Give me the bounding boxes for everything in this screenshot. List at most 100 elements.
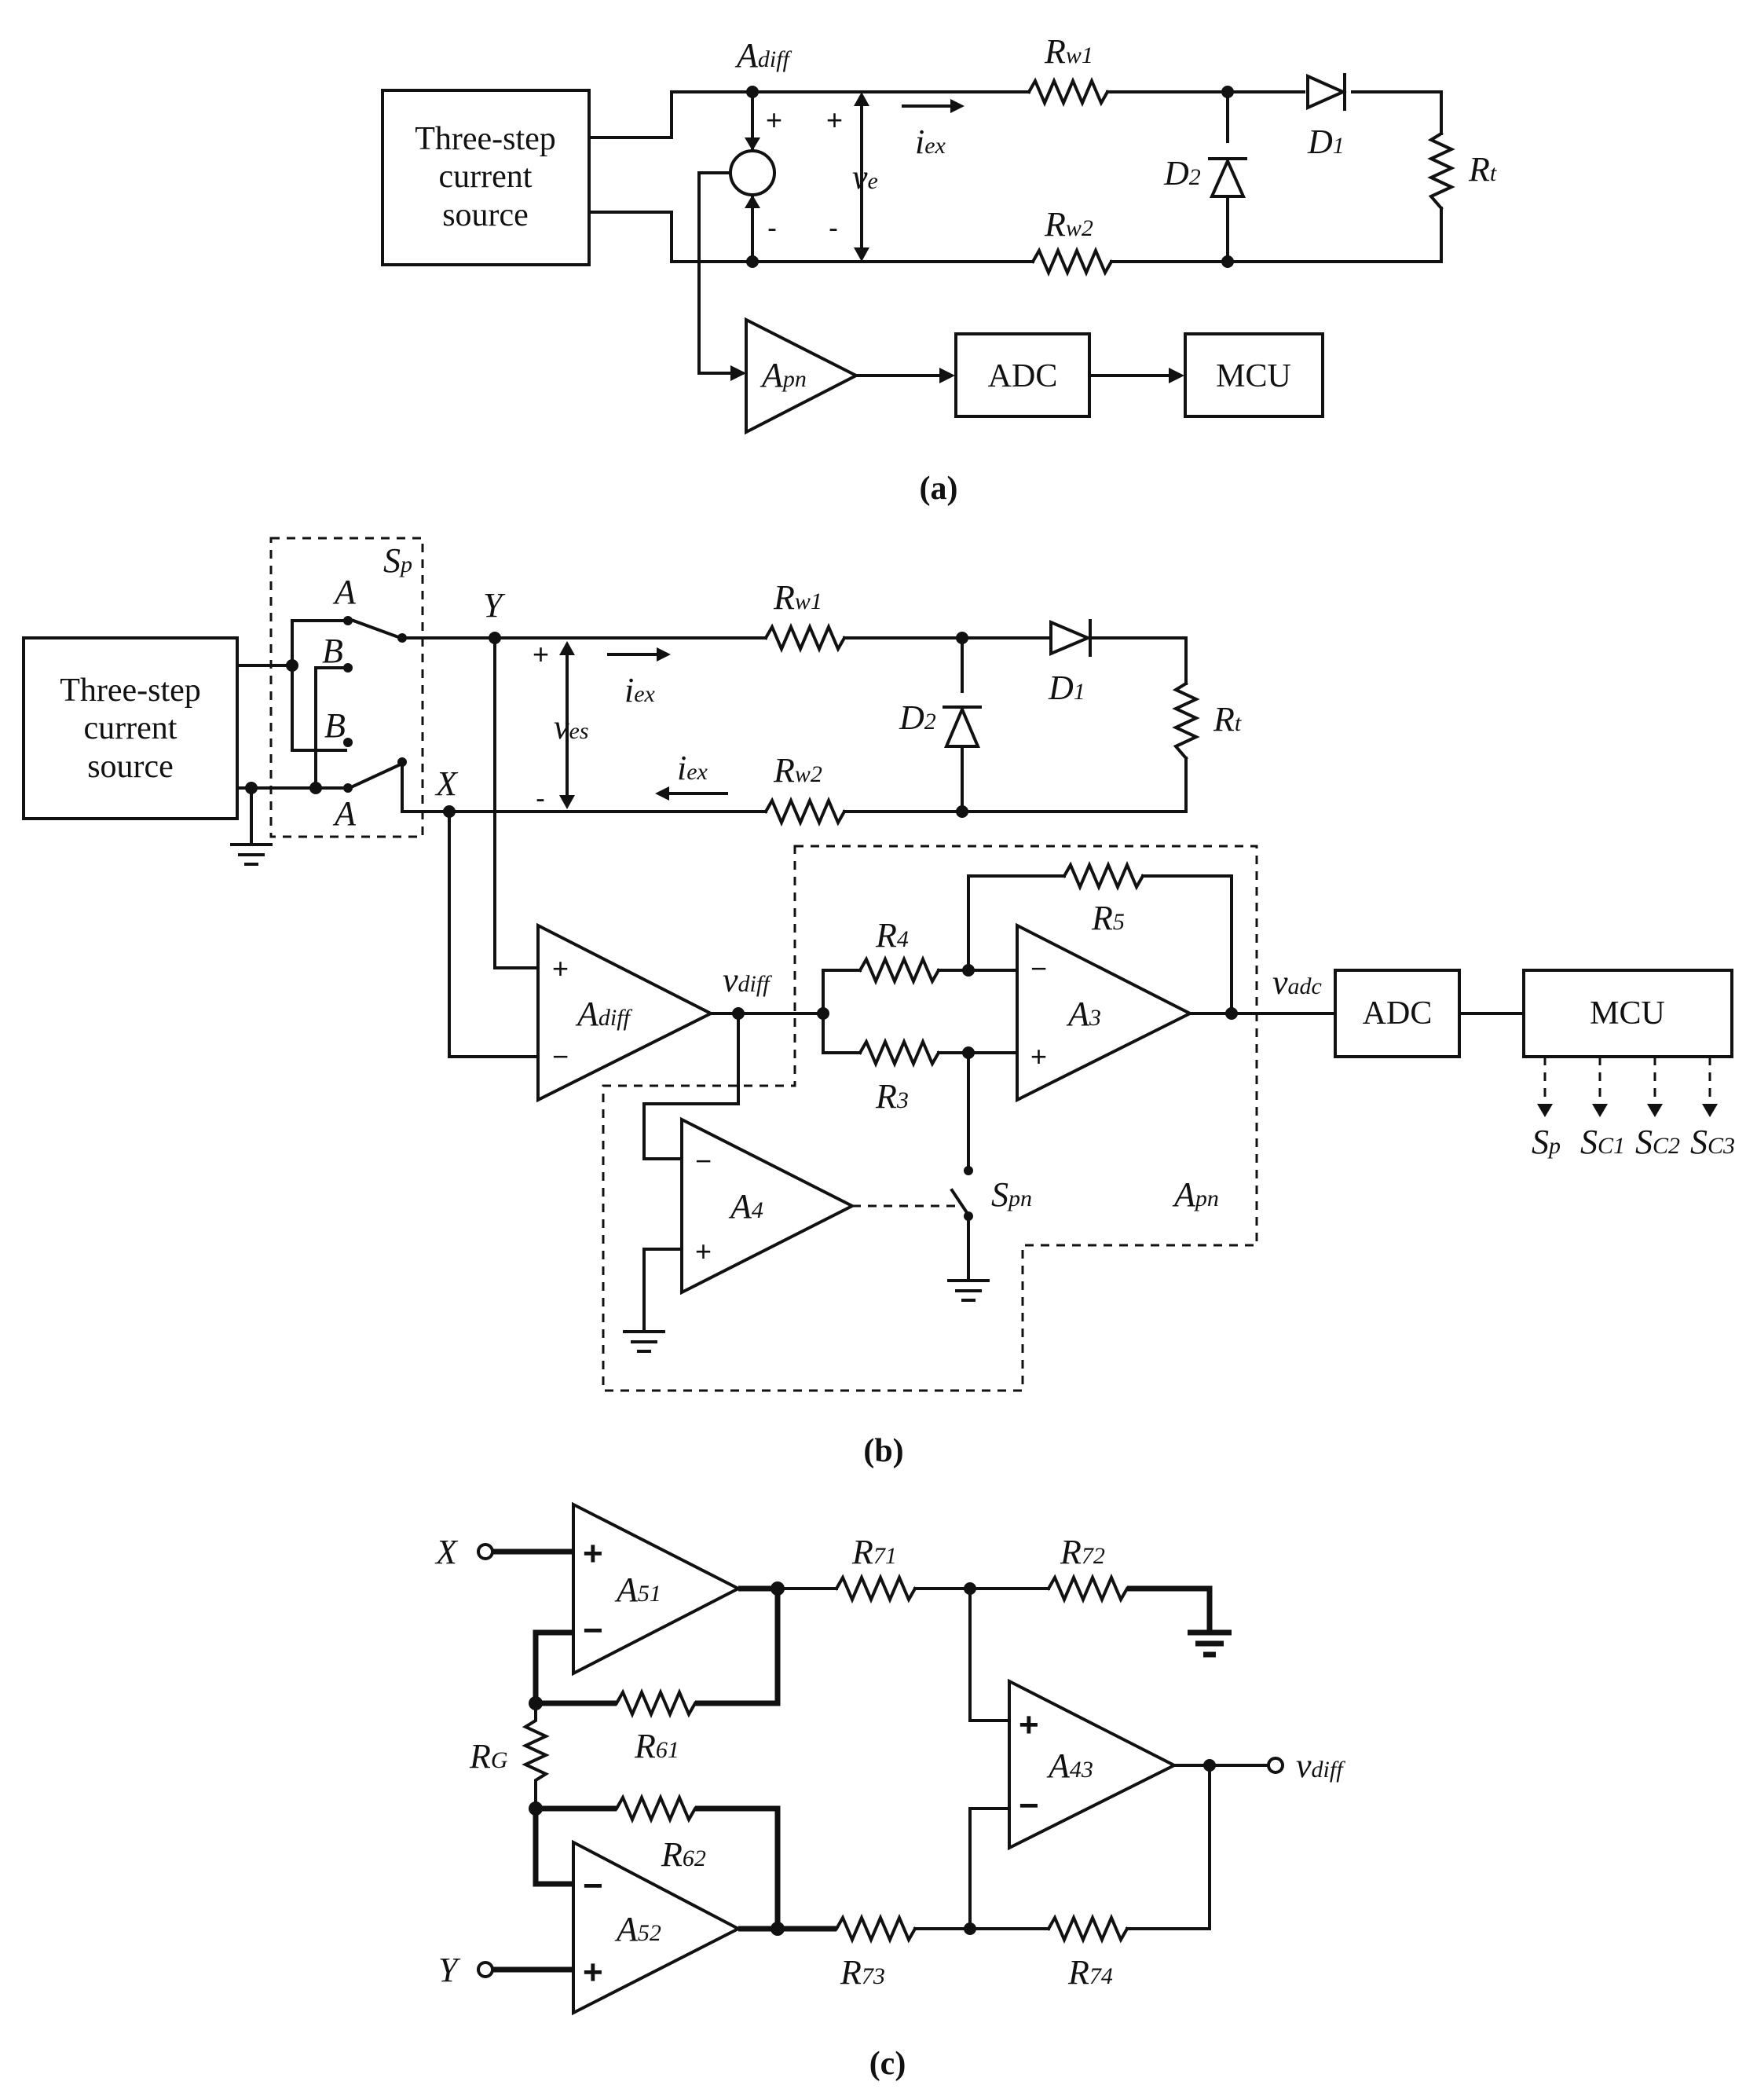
arrow-right-icon — [939, 368, 955, 383]
r62-right-wire — [695, 1805, 781, 1929]
panel-c: X + − A51 R61 RG R62 − + A52 Y — [434, 1501, 1345, 2082]
r5-right-wire — [1141, 874, 1233, 1015]
minus-sign: − — [583, 1611, 603, 1650]
probe-wire — [697, 171, 744, 375]
switch-contact-a-top[interactable] — [343, 616, 353, 625]
resistor-rw1-b — [763, 622, 847, 654]
bottom-wire-a-2 — [587, 211, 1034, 263]
source-top-wire — [236, 664, 314, 752]
plus-sign: + — [583, 1534, 603, 1573]
junction-dot — [1225, 1007, 1238, 1020]
label-v-e: ve — [852, 158, 878, 196]
switch-b1-wire — [314, 666, 347, 790]
switch-blade-bot[interactable] — [347, 761, 404, 790]
resistor-r61 — [614, 1688, 697, 1719]
resistor-rt — [1427, 131, 1455, 211]
junction-dot — [245, 782, 258, 794]
panel-b: Three-step current source Sp A B B A — [22, 537, 1735, 1469]
adc-label-a: ADC — [988, 358, 1058, 394]
resistor-rg — [522, 1702, 550, 1810]
diode-d1 — [1306, 73, 1347, 111]
arrow-right-icon — [657, 647, 671, 662]
label-node-x: X — [434, 764, 459, 803]
label-r62: R62 — [661, 1835, 706, 1874]
label-a-pn-b: Apn — [1172, 1175, 1219, 1214]
r72-ground-wire — [1127, 1585, 1213, 1633]
arrow-up-icon — [745, 195, 760, 208]
top-wire-a-3 — [1351, 90, 1443, 135]
switch-blade-top[interactable] — [351, 618, 403, 640]
label-s-pn: Spn — [991, 1175, 1032, 1214]
label-r4: R4 — [875, 916, 909, 955]
adc-label-b: ADC — [1363, 995, 1433, 1032]
switch-out-bot — [401, 760, 451, 813]
resistor-r74 — [1046, 1913, 1129, 1944]
r61-right-wire — [695, 1585, 781, 1706]
a52-minus-wire — [533, 1809, 573, 1887]
arrow-left-icon — [655, 786, 669, 801]
arrow-down-icon — [745, 137, 760, 151]
a51-minus-wire — [533, 1629, 573, 1703]
label-r5: R5 — [1091, 899, 1125, 937]
label-i-ex-bot: iex — [677, 749, 708, 787]
junction-dot — [309, 782, 322, 794]
x-to-adiff-wire — [448, 810, 540, 1058]
source-label-line3: source — [442, 197, 529, 233]
minus-sign: − — [1030, 952, 1047, 984]
minus-sign: − — [1019, 1787, 1039, 1825]
label-rw2: Rw2 — [1044, 205, 1093, 244]
a-pn-region — [602, 845, 1258, 1392]
terminal-x[interactable] — [477, 1543, 494, 1560]
junction-dot — [746, 255, 759, 268]
amplifier-a4 — [680, 1116, 856, 1296]
a43-minus-wire — [968, 1807, 1011, 1930]
arrow-right-icon — [1169, 368, 1184, 383]
label-r73: R73 — [840, 1953, 885, 1992]
label-y-input: Y — [438, 1951, 461, 1989]
diode-d1-b — [1049, 619, 1093, 657]
switch-contact-b-bot[interactable] — [343, 738, 353, 747]
adc-block-a — [954, 332, 1091, 418]
a4-ground-wire — [642, 1248, 683, 1333]
arrow-down-icon — [1647, 1104, 1663, 1117]
junction-dot — [964, 1922, 976, 1935]
amplifier-a3 — [1016, 922, 1194, 1103]
mcu-block-a — [1184, 332, 1324, 418]
mcu-label-a: MCU — [1216, 358, 1291, 394]
label-node-a-top: A — [332, 573, 357, 611]
terminal-v-diff[interactable] — [1267, 1757, 1284, 1774]
switch-contact-b-top[interactable] — [343, 663, 353, 673]
amplifier-a43 — [1008, 1678, 1178, 1851]
caption-a: (a) — [920, 471, 958, 507]
a43-plus-wire — [968, 1587, 1011, 1722]
arrow-down-icon — [1702, 1104, 1718, 1117]
resistor-r72 — [1046, 1573, 1129, 1604]
r5-left-wire — [967, 874, 1066, 972]
label-d2-b: D2 — [899, 698, 936, 737]
switch-a-top-wire — [291, 619, 347, 667]
arrow-up-icon — [559, 641, 575, 655]
label-a52: A52 — [614, 1910, 661, 1948]
label-r74: R74 — [1067, 1953, 1113, 1992]
label-rt-b: Rt — [1213, 700, 1242, 738]
label-a-pn: Apn — [760, 356, 807, 394]
junction-dot — [771, 1922, 785, 1936]
minus-sign: - — [767, 211, 777, 244]
label-r71: R71 — [851, 1533, 897, 1571]
terminal-y[interactable] — [477, 1961, 494, 1978]
label-node-b-bot: B — [324, 706, 346, 745]
a4-input-wire — [642, 1012, 740, 1160]
plus-sign: + — [552, 952, 569, 984]
switch-contact-spn[interactable] — [964, 1166, 973, 1175]
resistor-r5 — [1062, 860, 1145, 892]
arrow-down-icon — [559, 795, 575, 809]
label-i-ex: iex — [915, 123, 946, 161]
source-label-line1: Three-step — [415, 121, 556, 157]
plus-sign: + — [826, 104, 843, 136]
bottom-wire-a-1 — [1110, 207, 1443, 263]
amplifier-a-pn — [745, 317, 860, 435]
source-label-line1: Three-step — [60, 673, 201, 709]
switch-blade-spn[interactable] — [950, 1188, 970, 1216]
three-step-current-source-b — [22, 636, 239, 820]
